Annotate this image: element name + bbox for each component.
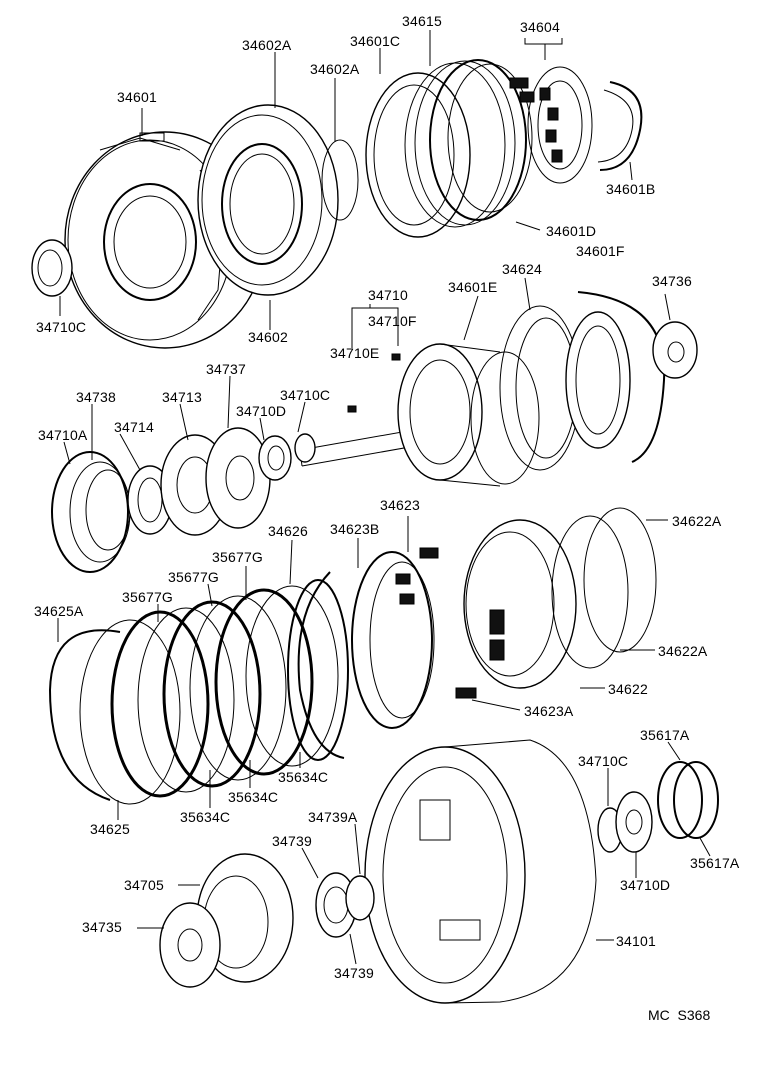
label-34602A-mid: 34602A — [310, 61, 360, 77]
label-34601: 34601 — [117, 89, 157, 105]
label-35677G-3: 35677G — [122, 589, 173, 605]
part-34710E-pin-drawing — [347, 353, 401, 413]
part-34101-drawing — [364, 739, 597, 1004]
label-35617A-top: 35617A — [640, 727, 690, 743]
label-34738: 34738 — [76, 389, 116, 405]
label-34710F: 34710F — [368, 313, 417, 329]
part-34737-drawing — [205, 427, 271, 529]
label-34710C-left: 34710C — [36, 319, 86, 335]
label-34736: 34736 — [652, 273, 692, 289]
part-34710D-drawing — [258, 433, 316, 481]
part-34626-drawing — [297, 571, 345, 759]
part-planetary-hub-drawing — [565, 311, 631, 449]
part-34601B-drawing — [597, 81, 643, 171]
label-34714: 34714 — [114, 419, 154, 435]
part-34622A-drawing — [551, 507, 657, 669]
label-34705: 34705 — [124, 877, 164, 893]
label-34622A-top: 34622A — [672, 513, 722, 529]
label-34739A: 34739A — [308, 809, 358, 825]
label-34625: 34625 — [90, 821, 130, 837]
label-34735: 34735 — [82, 919, 122, 935]
label-35634C-1: 35634C — [278, 769, 328, 785]
label-34737: 34737 — [206, 361, 246, 377]
label-34101: 34101 — [616, 933, 656, 949]
label-34710: 34710 — [368, 287, 408, 303]
label-35617A-bottom: 35617A — [690, 855, 740, 871]
part-34602A-seal-drawing — [321, 139, 359, 221]
label-34623B: 34623B — [330, 521, 379, 537]
label-34601C: 34601C — [350, 33, 400, 49]
label-34622A-bottom: 34622A — [658, 643, 708, 659]
label-35634C-3: 35634C — [180, 809, 230, 825]
label-34626: 34626 — [268, 523, 308, 539]
label-34601D: 34601D — [546, 223, 596, 239]
label-34601E: 34601E — [448, 279, 497, 295]
part-34625A-drawing — [48, 629, 121, 801]
part-34622-drawing — [463, 519, 577, 689]
label-35677G-2: 35677G — [168, 569, 219, 585]
label-34602: 34602 — [248, 329, 288, 345]
part-34615-drawing — [404, 59, 533, 228]
label-34710E: 34710E — [330, 345, 379, 361]
label-34713: 34713 — [162, 389, 202, 405]
part-34736-drawing — [652, 321, 698, 379]
label-34710D-mid: 34710D — [236, 403, 286, 419]
part-34623-drawing — [351, 547, 477, 729]
label-34601F: 34601F — [576, 243, 625, 259]
label-34615: 34615 — [402, 13, 442, 29]
part-clutch-plates-drawing — [79, 579, 349, 805]
label-34625A: 34625A — [34, 603, 84, 619]
label-34604: 34604 — [520, 19, 560, 35]
label-34623: 34623 — [380, 497, 420, 513]
label-35677G-1: 35677G — [212, 549, 263, 565]
label-34739-top: 34739 — [272, 833, 312, 849]
part-34602-drawing — [197, 104, 339, 296]
part-34739-drawing — [315, 872, 375, 938]
part-34604-drawing — [509, 66, 593, 184]
label-34602A-top: 34602A — [242, 37, 292, 53]
label-34622: 34622 — [608, 681, 648, 697]
label-34623A: 34623A — [524, 703, 574, 719]
leader-lines — [57, 30, 711, 965]
part-34710C-ring-drawing — [31, 239, 73, 297]
part-34601E-drawing — [397, 343, 540, 487]
label-34710C-mid: 34710C — [280, 387, 330, 403]
label-34739-bottom: 34739 — [334, 965, 374, 981]
part-34735-drawing — [159, 902, 221, 988]
label-34710D-right: 34710D — [620, 877, 670, 893]
diagram-code: MC S368 — [648, 1007, 710, 1023]
label-34601B: 34601B — [606, 181, 655, 197]
label-34624: 34624 — [502, 261, 542, 277]
label-35634C-2: 35634C — [228, 789, 278, 805]
part-35617A-drawing — [597, 761, 719, 853]
part-labels: 34601 34602A 34601C 34615 34604 34602A 3… — [34, 13, 740, 981]
part-34738-drawing — [51, 451, 131, 573]
label-34710A: 34710A — [38, 427, 88, 443]
label-34710C-right: 34710C — [578, 753, 628, 769]
